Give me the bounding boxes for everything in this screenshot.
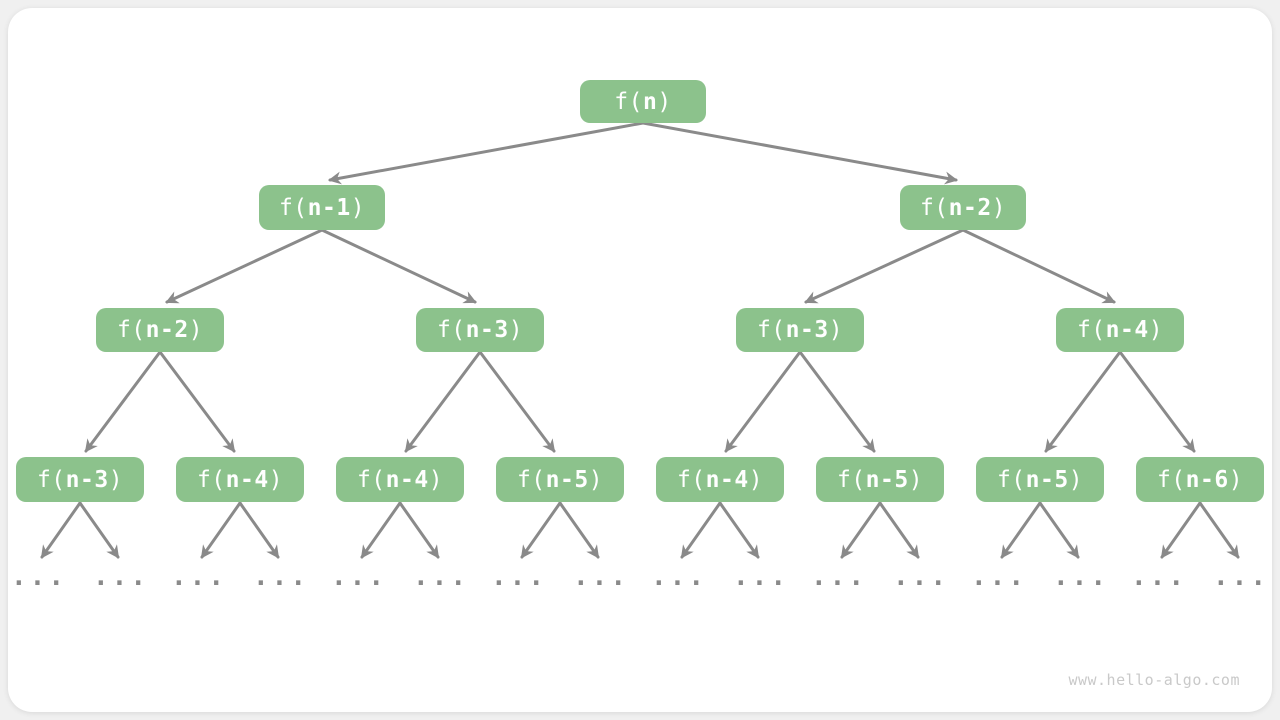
tree-node-f-n-3: f(n-3) (16, 457, 144, 502)
tree-node-f-n: f(n) (580, 80, 706, 123)
node-label-open: f( (516, 466, 546, 493)
node-label-arg: n-2 (145, 317, 189, 343)
node-label-open: f( (278, 194, 308, 221)
node-label-arg: n-5 (545, 466, 589, 493)
node-label-close: ) (108, 466, 124, 493)
node-label-close: ) (508, 317, 524, 343)
tree-node-f-n-4: f(n-4) (176, 457, 304, 502)
ellipsis-leaf: ... (253, 562, 309, 592)
tree-node-f-n-1: f(n-1) (259, 185, 385, 230)
node-label-open: f( (436, 317, 466, 343)
node-label-open: f( (1156, 466, 1186, 493)
node-label-open: f( (116, 317, 146, 343)
node-label-arg: n-1 (307, 194, 351, 221)
node-label-close: ) (1068, 466, 1084, 493)
ellipsis-leaf: ... (573, 562, 629, 592)
ellipsis-leaf: ... (413, 562, 469, 592)
node-label-open: f( (196, 466, 226, 493)
node-label-arg: n-5 (1025, 466, 1069, 493)
node-label-close: ) (350, 194, 366, 221)
node-label-arg: n-4 (1105, 317, 1149, 343)
ellipsis-leaf: ... (893, 562, 949, 592)
ellipsis-leaf: ... (1053, 562, 1109, 592)
tree-node-f-n-6: f(n-6) (1136, 457, 1264, 502)
tree-node-f-n-5: f(n-5) (976, 457, 1104, 502)
tree-node-f-n-4: f(n-4) (336, 457, 464, 502)
tree-node-f-n-4: f(n-4) (1056, 308, 1184, 352)
node-label-arg: n-3 (465, 317, 509, 343)
node-label-open: f( (756, 317, 786, 343)
node-label-arg: n-3 (785, 317, 829, 343)
ellipsis-leaf: ... (971, 562, 1027, 592)
node-label-arg: n-2 (948, 194, 992, 221)
tree-node-f-n-2: f(n-2) (96, 308, 224, 352)
node-label-close: ) (588, 466, 604, 493)
node-label-close: ) (1148, 317, 1164, 343)
node-label-arg: n-4 (385, 466, 429, 493)
tree-node-f-n-5: f(n-5) (496, 457, 624, 502)
tree-node-f-n-3: f(n-3) (416, 308, 544, 352)
ellipsis-leaf: ... (491, 562, 547, 592)
node-label-open: f( (919, 194, 949, 221)
node-label-close: ) (908, 466, 924, 493)
node-label-close: ) (1228, 466, 1244, 493)
ellipsis-leaf: ... (1213, 562, 1269, 592)
node-label-open: f( (614, 88, 643, 115)
node-label-close: ) (428, 466, 444, 493)
node-label-close: ) (828, 317, 844, 343)
ellipsis-leaf: ... (651, 562, 707, 592)
node-label-close: ) (991, 194, 1007, 221)
node-label-arg: n-5 (865, 466, 909, 493)
node-label-close: ) (657, 88, 672, 115)
ellipsis-leaf: ... (733, 562, 789, 592)
ellipsis-leaf: ... (171, 562, 227, 592)
node-label-open: f( (356, 466, 386, 493)
ellipsis-leaf: ... (93, 562, 149, 592)
node-label-open: f( (836, 466, 866, 493)
tree-node-f-n-3: f(n-3) (736, 308, 864, 352)
tree-node-f-n-2: f(n-2) (900, 185, 1026, 230)
node-label-close: ) (188, 317, 204, 343)
node-label-open: f( (996, 466, 1026, 493)
ellipsis-leaf: ... (1131, 562, 1187, 592)
node-label-open: f( (1076, 317, 1106, 343)
tree-node-f-n-5: f(n-5) (816, 457, 944, 502)
node-label-arg: n-3 (65, 466, 109, 493)
watermark: www.hello-algo.com (1068, 671, 1240, 689)
node-label-arg: n-4 (225, 466, 269, 493)
ellipsis-leaf: ... (331, 562, 387, 592)
node-label-open: f( (36, 466, 66, 493)
node-label-close: ) (748, 466, 764, 493)
node-label-arg: n-4 (705, 466, 749, 493)
node-label-close: ) (268, 466, 284, 493)
tree-node-f-n-4: f(n-4) (656, 457, 784, 502)
ellipsis-leaf: ... (811, 562, 867, 592)
ellipsis-leaf: ... (11, 562, 67, 592)
node-label-open: f( (676, 466, 706, 493)
node-label-arg: n (642, 88, 658, 115)
node-label-arg: n-6 (1185, 466, 1229, 493)
